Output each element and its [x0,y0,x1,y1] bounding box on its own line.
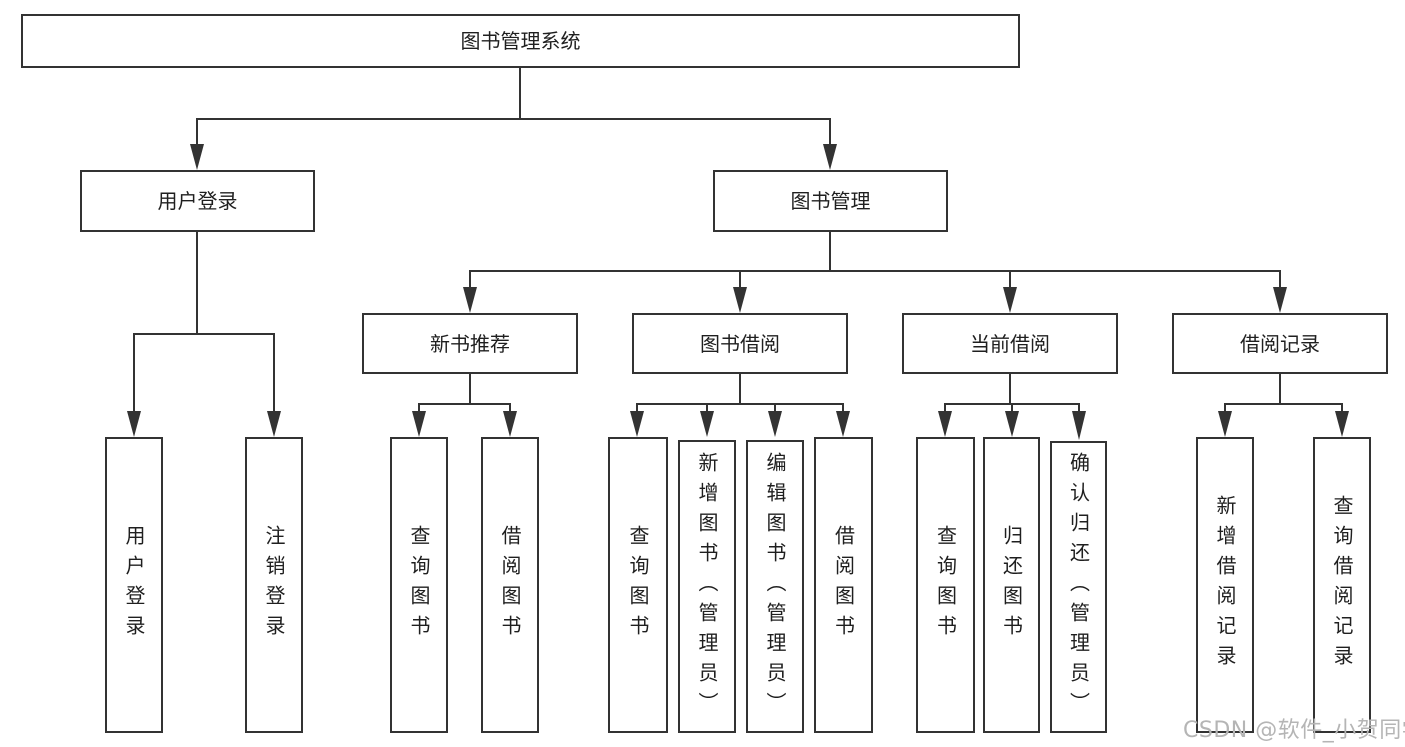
node-book-borrow: 图书借阅 [632,313,848,374]
connector-borrowrecord-to-children [1218,374,1349,437]
connector-root-to-level2 [190,68,837,170]
leaf-edit-book-admin: 编辑图书（管理员） [746,440,804,733]
connector-bookborrow-to-children [630,374,850,437]
leaf-borrow-book-1: 借阅图书 [481,437,539,733]
connector-currentborrow-to-children [938,374,1086,440]
leaf-query-book-3: 查询图书 [916,437,975,733]
leaf-add-borrow-record: 新增借阅记录 [1196,437,1254,733]
node-new-book-recommend: 新书推荐 [362,313,578,374]
node-user-login: 用户登录 [80,170,315,232]
node-book-mgmt: 图书管理 [713,170,948,232]
connector-userlogin-to-children [127,232,281,437]
leaf-borrow-book-2: 借阅图书 [814,437,873,733]
connector-bookmgmt-to-level3 [463,232,1287,313]
leaf-query-book-1: 查询图书 [390,437,448,733]
node-current-borrow: 当前借阅 [902,313,1118,374]
watermark: CSDN @软件_小贺同学 [1183,718,1405,743]
leaf-add-book-admin: 新增图书（管理员） [678,440,736,733]
leaf-confirm-return-admin: 确认归还（管理员） [1050,441,1107,733]
leaf-query-book-2: 查询图书 [608,437,668,733]
leaf-query-borrow-record: 查询借阅记录 [1313,437,1371,733]
leaf-logout: 注销登录 [245,437,303,733]
leaf-user-login: 用户登录 [105,437,163,733]
node-borrow-record: 借阅记录 [1172,313,1388,374]
leaf-return-book: 归还图书 [983,437,1040,733]
node-root: 图书管理系统 [21,14,1020,68]
connector-newbook-to-children [412,374,517,437]
